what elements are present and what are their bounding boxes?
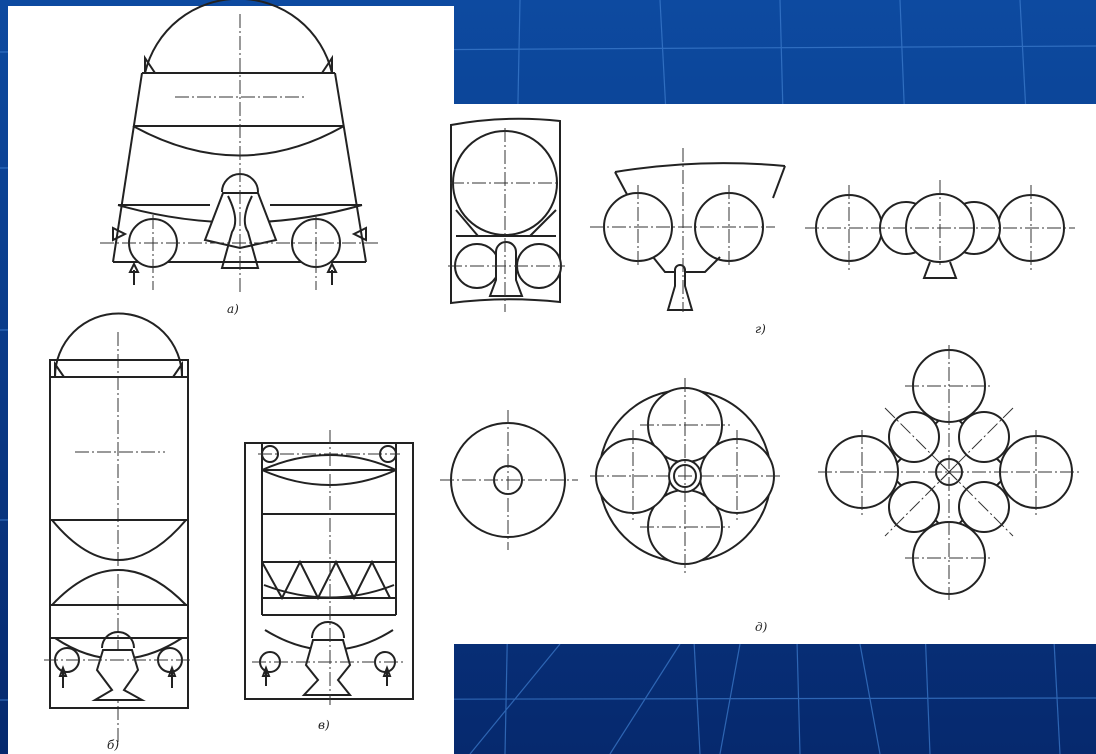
drawing-panel-left (8, 6, 454, 754)
caption-a: а) (227, 302, 239, 316)
caption-g: г) (755, 322, 766, 336)
caption-d: д) (755, 620, 768, 634)
caption-b: б) (107, 738, 120, 752)
caption-v: в) (318, 718, 330, 732)
